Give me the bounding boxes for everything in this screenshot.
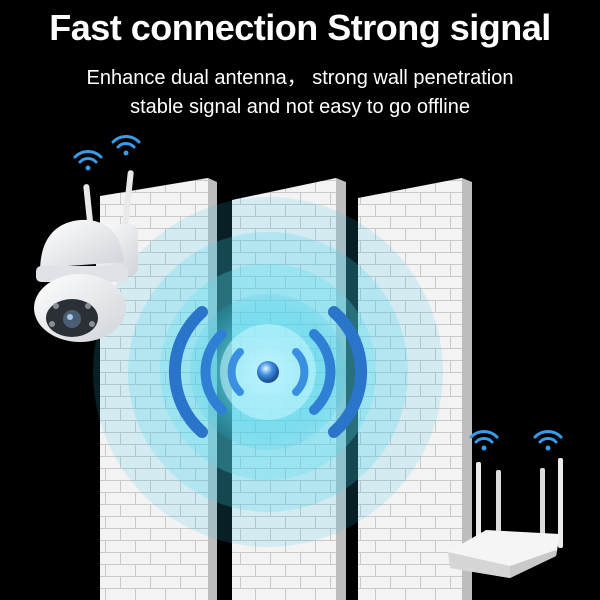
wifi-icon — [469, 430, 499, 451]
wifi-icon — [111, 135, 141, 156]
brick-wall-right — [358, 178, 472, 600]
security-camera — [34, 170, 138, 342]
signal-wave-icon — [168, 306, 368, 438]
subline-antenna: Enhance dual antenna， strong wall penetr… — [86, 67, 514, 89]
headline: Fast connection Strong signal — [49, 7, 551, 48]
brick-wall-left — [100, 178, 217, 600]
wifi-icon — [73, 150, 103, 171]
wifi-icon — [533, 430, 563, 451]
subline-stable: stable signal and not easy to go offline — [130, 96, 470, 118]
wifi-router — [448, 458, 563, 578]
signal-orb — [257, 361, 279, 383]
